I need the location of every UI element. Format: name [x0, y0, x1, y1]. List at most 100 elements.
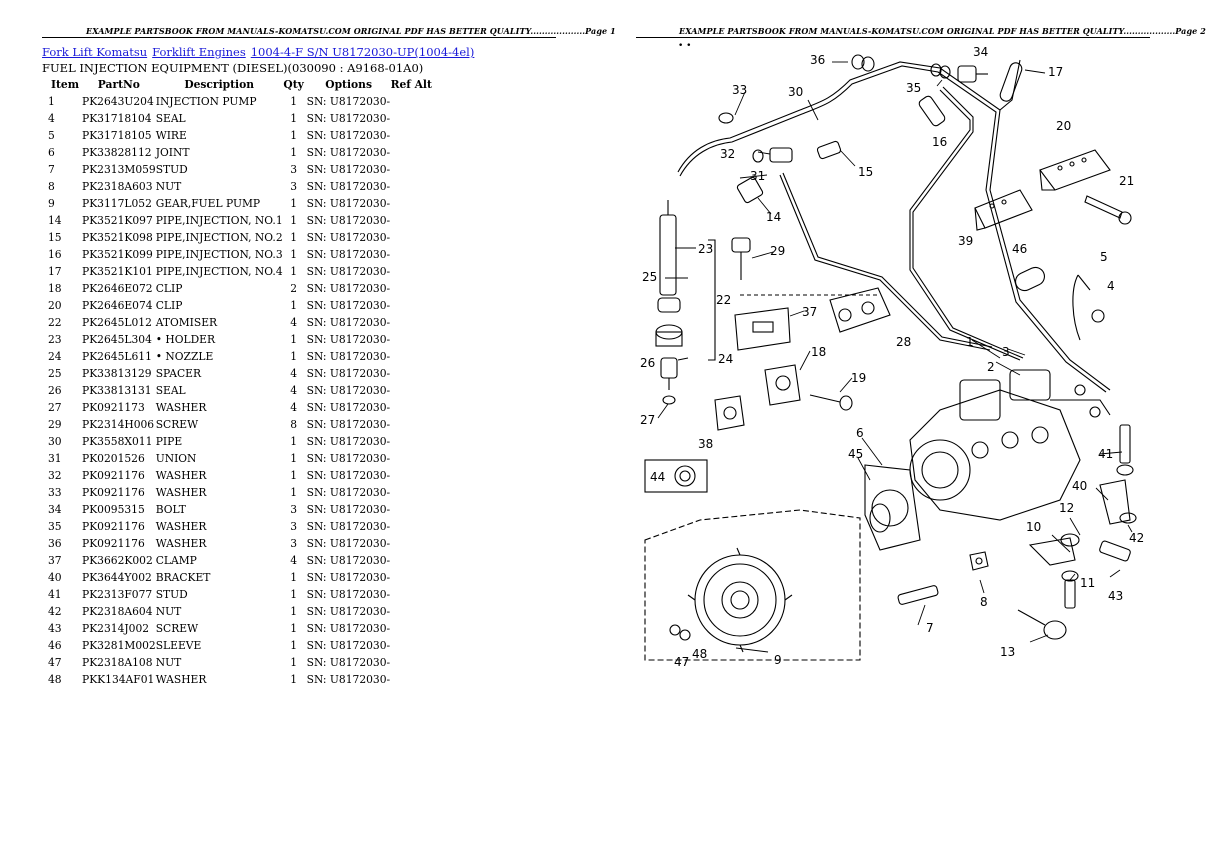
- breadcrumb-link-model[interactable]: 1004-4-F S/N U8172030-UP(1004-4el): [250, 45, 475, 59]
- table-header-row: Item PartNo Description Qty Options Ref …: [42, 76, 432, 93]
- breadcrumb-link-category[interactable]: Forklift Engines: [152, 45, 246, 59]
- cell-qty: 1: [290, 129, 298, 142]
- header-item: Item: [50, 78, 80, 91]
- cell-ref-alt: [391, 535, 432, 552]
- cell-description: PIPE,INJECTION, NO.3: [155, 248, 283, 261]
- callout-37: 37: [802, 305, 817, 319]
- cell-description: CLAMP: [155, 554, 197, 567]
- cell-ref-alt: [391, 399, 432, 416]
- cell-item: 33: [48, 486, 62, 499]
- callout-15: 15: [858, 165, 873, 179]
- cell-description: WASHER: [155, 673, 207, 686]
- cell-ref-alt: [391, 229, 432, 246]
- cell-options: SN: U8172030-: [306, 197, 391, 210]
- cell-ref-alt: [391, 586, 432, 603]
- cell-options: SN: U8172030-: [306, 418, 391, 431]
- cell-item: 27: [48, 401, 62, 414]
- cell-item: 4: [48, 112, 55, 125]
- cell-item: 20: [48, 299, 62, 312]
- section-title: FUEL INJECTION EQUIPMENT (DIESEL)(030090…: [42, 61, 424, 75]
- cell-partno: PK0921176: [82, 537, 145, 550]
- callout-34: 34: [973, 45, 988, 59]
- cell-ref-alt: [391, 552, 432, 569]
- cell-partno: PK2314H006: [82, 418, 155, 431]
- callout-10: 10: [1026, 520, 1041, 534]
- cell-partno: PK2643U204: [82, 95, 154, 108]
- cell-ref-alt: [391, 467, 432, 484]
- cell-description: SPACER: [155, 367, 201, 380]
- cell-ref-alt: [391, 331, 432, 348]
- cell-options: SN: U8172030-: [306, 503, 391, 516]
- callout-29: 29: [770, 244, 785, 258]
- cell-options: SN: U8172030-: [306, 231, 391, 244]
- cell-options: SN: U8172030-: [306, 401, 391, 414]
- cell-qty: 1: [290, 639, 298, 652]
- cell-qty: 4: [290, 316, 298, 329]
- header-ref-alt: Ref Alt: [390, 78, 432, 91]
- cell-partno: PK2645L611: [82, 350, 152, 363]
- cell-qty: 1: [290, 95, 298, 108]
- cell-options: SN: U8172030-: [306, 265, 391, 278]
- cell-ref-alt: [391, 93, 432, 110]
- cell-partno: PK3281M002: [82, 639, 156, 652]
- cell-qty: 2: [290, 282, 298, 295]
- cell-ref-alt: [391, 671, 432, 688]
- callout-5: 5: [1100, 250, 1108, 264]
- clip-drawings: [974, 149, 1132, 231]
- cell-item: 26: [48, 384, 62, 397]
- cell-partno: PKK134AF01: [82, 673, 155, 686]
- cell-partno: PK31718104: [82, 112, 152, 125]
- cell-options: SN: U8172030-: [306, 282, 391, 295]
- cell-qty: 1: [290, 146, 298, 159]
- callout-16: 16: [932, 135, 947, 149]
- cell-description: INJECTION PUMP: [155, 95, 257, 108]
- callout-44: 44: [650, 470, 665, 484]
- cell-partno: PK3662K002: [82, 554, 153, 567]
- cell-item: 22: [48, 316, 62, 329]
- callout-31: 31: [750, 169, 765, 183]
- cell-ref-alt: [391, 365, 432, 382]
- cell-description: NUT: [155, 180, 182, 193]
- cell-description: BOLT: [155, 503, 186, 516]
- callout-14: 14: [766, 210, 781, 224]
- cell-description: • NOZZLE: [155, 350, 214, 363]
- callout-40: 40: [1072, 479, 1087, 493]
- cell-options: SN: U8172030-: [306, 639, 391, 652]
- cell-ref-alt: [391, 178, 432, 195]
- cell-item: 9: [48, 197, 55, 210]
- callout-32: 32: [720, 147, 735, 161]
- cell-item: 42: [48, 605, 62, 618]
- cell-options: SN: U8172030-: [306, 180, 391, 193]
- cell-partno: PK33813129: [82, 367, 152, 380]
- cell-item: 40: [48, 571, 62, 584]
- cell-partno: PK3558X011: [82, 435, 153, 448]
- cell-qty: 1: [290, 486, 298, 499]
- cell-item: 24: [48, 350, 62, 363]
- callout-23: 23: [698, 242, 713, 256]
- cell-ref-alt: [391, 246, 432, 263]
- cell-qty: 1: [290, 435, 298, 448]
- cell-description: WASHER: [155, 401, 207, 414]
- cell-partno: PK0921176: [82, 469, 145, 482]
- callout-18: 18: [811, 345, 826, 359]
- breadcrumb-link-brand[interactable]: Fork Lift Komatsu: [42, 45, 148, 59]
- cell-qty: 4: [290, 401, 298, 414]
- callout-43: 43: [1108, 589, 1123, 603]
- cell-qty: 1: [290, 588, 298, 601]
- cell-description: SLEEVE: [155, 639, 202, 652]
- cell-item: 37: [48, 554, 62, 567]
